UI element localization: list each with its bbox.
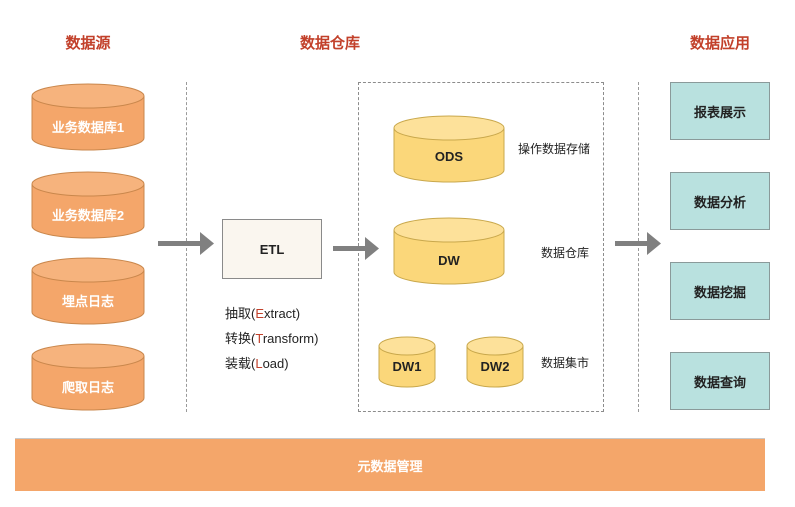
metadata-management-bar: 元数据管理 bbox=[15, 438, 765, 491]
etl-step-prefix: 抽取( bbox=[225, 306, 256, 321]
dw-note: 数据仓库 bbox=[541, 246, 590, 260]
etl-step-rest: oad) bbox=[262, 356, 289, 371]
source-label-3: 埋点日志 bbox=[61, 294, 114, 309]
source-label-1: 业务数据库1 bbox=[51, 120, 125, 135]
app-box-report: 报表展示 bbox=[670, 82, 770, 140]
source-cylinder-3 bbox=[31, 257, 145, 325]
dw2-cylinder bbox=[466, 336, 524, 388]
etl-step-prefix: 转换( bbox=[225, 331, 256, 346]
app-box-query: 数据查询 bbox=[670, 352, 770, 410]
warehouse-header: 数据仓库 bbox=[299, 35, 360, 52]
arrow-warehouse-to-apps bbox=[615, 232, 661, 255]
separator-right bbox=[638, 82, 639, 412]
source-cylinder-1 bbox=[31, 83, 145, 151]
dw1-label: DW1 bbox=[392, 359, 422, 374]
separator-left bbox=[186, 82, 187, 412]
ods-cylinder bbox=[393, 115, 505, 183]
arrow-etl-to-warehouse bbox=[333, 237, 379, 260]
dw2-label: DW2 bbox=[480, 359, 510, 374]
etl-step-prefix: 装载( bbox=[225, 356, 256, 371]
source-label-2: 业务数据库2 bbox=[51, 208, 125, 223]
etl-step-letter: E bbox=[255, 306, 265, 321]
etl-step-rest: xtract) bbox=[264, 306, 301, 321]
source-cylinder-4 bbox=[31, 343, 145, 411]
etl-label: ETL bbox=[259, 241, 285, 257]
dw-label: DW bbox=[438, 253, 460, 268]
etl-step-rest: ransform) bbox=[262, 331, 319, 346]
source-cylinder-2 bbox=[31, 171, 145, 239]
etl-step-letter: T bbox=[255, 331, 263, 346]
application-header: 数据应用 bbox=[689, 35, 750, 52]
etl-step-extract: 抽取(Extract) bbox=[225, 303, 300, 322]
etl-step-letter: L bbox=[255, 356, 263, 371]
mart-note: 数据集市 bbox=[541, 356, 590, 370]
app-label: 数据查询 bbox=[693, 374, 746, 390]
dw1-cylinder bbox=[378, 336, 436, 388]
app-label: 报表展示 bbox=[693, 104, 746, 120]
metadata-label: 元数据管理 bbox=[357, 458, 423, 474]
arrow-sources-to-etl bbox=[158, 232, 214, 255]
app-box-mining: 数据挖掘 bbox=[670, 262, 770, 320]
ods-label: ODS bbox=[434, 149, 464, 164]
etl-step-load: 装载(Load) bbox=[225, 353, 289, 372]
app-box-analysis: 数据分析 bbox=[670, 172, 770, 230]
app-label: 数据挖掘 bbox=[693, 284, 746, 300]
dw-cylinder bbox=[393, 217, 505, 285]
app-label: 数据分析 bbox=[693, 194, 746, 210]
source-label-4: 爬取日志 bbox=[61, 380, 114, 395]
source-header: 数据源 bbox=[65, 35, 111, 52]
ods-note: 操作数据存储 bbox=[518, 142, 591, 156]
etl-step-transform: 转换(Transform) bbox=[225, 328, 318, 347]
etl-box: ETL bbox=[222, 219, 322, 279]
